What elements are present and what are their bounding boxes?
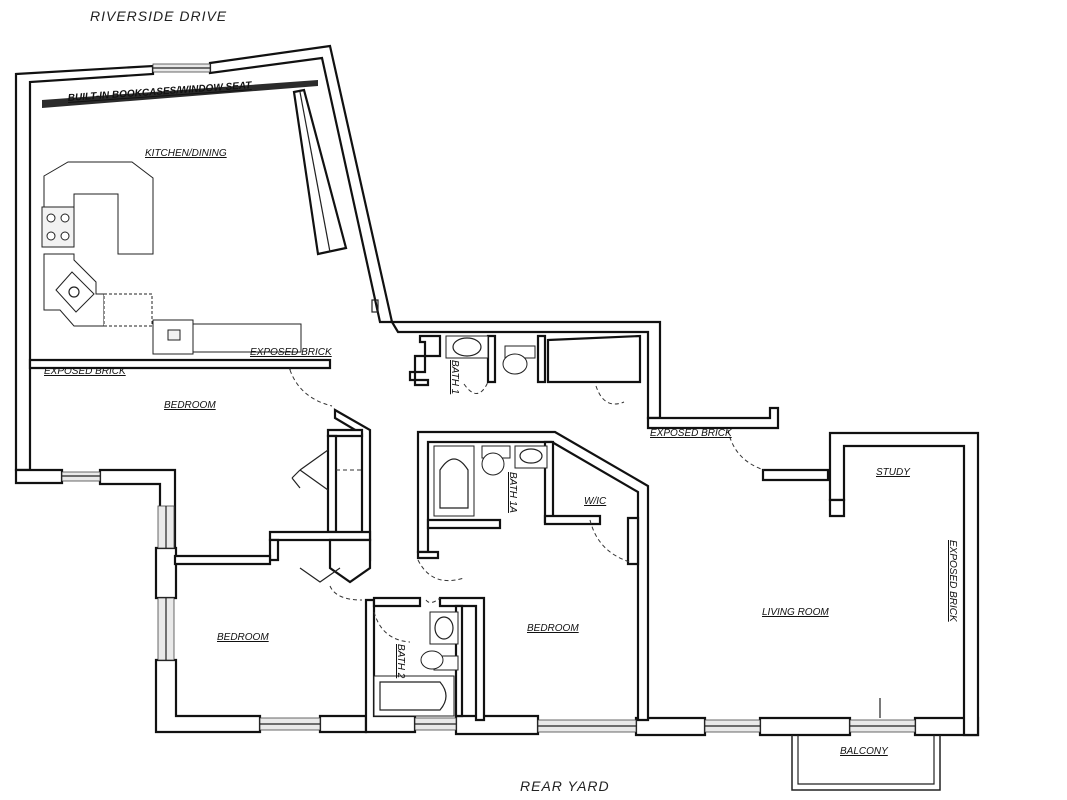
- interior-walls: [28, 334, 650, 722]
- bookcases-label: BUILT-IN BOOKCASES/WINDOW SEAT: [67, 80, 252, 104]
- bath-1a-label: BATH 1A: [507, 472, 518, 513]
- bedroom-center-label: BEDROOM: [527, 623, 579, 634]
- exterior-walls: [14, 44, 980, 737]
- exposed-brick-kitchen-label: EXPOSED BRICK: [250, 347, 333, 358]
- room-labels: BUILT-IN BOOKCASES/WINDOW SEAT KITCHEN/D…: [44, 80, 958, 757]
- living-room-label: LIVING ROOM: [762, 607, 829, 618]
- exposed-brick-hall-label: EXPOSED BRICK: [650, 428, 733, 439]
- kitchen-dining-label: KITCHEN/DINING: [145, 148, 227, 159]
- exposed-brick-bedroom-label: EXPOSED BRICK: [44, 366, 127, 377]
- wic-label: W/IC: [584, 496, 607, 507]
- study-label: STUDY: [876, 467, 911, 478]
- street-label-top: RIVERSIDE DRIVE: [90, 8, 227, 24]
- bedroom-left-label: BEDROOM: [217, 632, 269, 643]
- bathroom-fixtures: [373, 335, 548, 717]
- door-swings: [289, 368, 881, 718]
- closets: [291, 449, 362, 583]
- balcony-label: BALCONY: [840, 746, 889, 757]
- kitchen-fixtures: [41, 80, 379, 355]
- balcony: [791, 735, 941, 791]
- bedroom-top-label: BEDROOM: [164, 400, 216, 411]
- street-label-bottom: REAR YARD: [520, 778, 610, 794]
- bath-2-label: BATH 2: [395, 644, 406, 679]
- exposed-brick-living-label: EXPOSED BRICK: [947, 540, 958, 623]
- windows: [61, 63, 916, 733]
- bath-1-label: BATH 1: [449, 360, 460, 394]
